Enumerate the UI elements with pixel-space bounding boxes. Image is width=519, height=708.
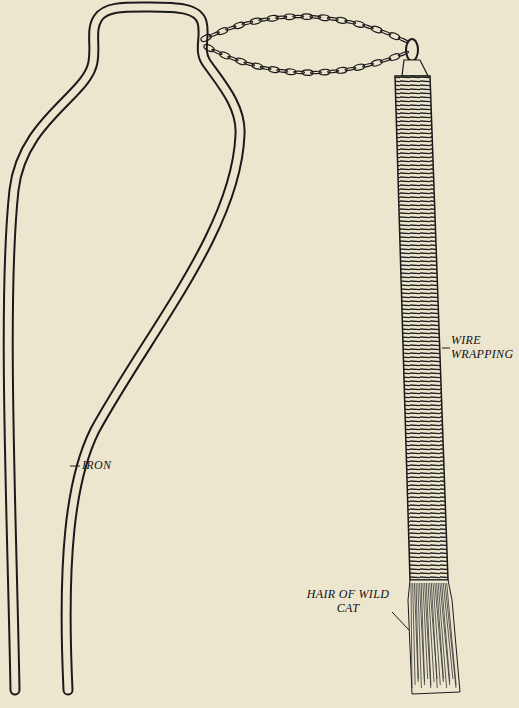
part-label: IRON [82,459,142,473]
chain-link [285,69,296,76]
wire-wrapping [395,76,448,580]
handle-eye [406,39,418,61]
chain-link [388,53,400,62]
hair-stroke [447,583,456,685]
hair-tuft [408,580,460,694]
chain-link [302,70,313,76]
part-label: HAIR OF WILD CAT [300,588,396,616]
leader-line [442,348,450,349]
leader-line [392,612,409,630]
handle-cap [402,60,428,76]
hair-stroke [414,583,418,682]
hair-stroke [425,583,431,688]
hair-stroke [411,583,412,688]
hair-strokes [411,583,456,688]
hair-stroke [421,583,424,682]
part-label: WIRE WRAPPING [451,334,515,362]
chain [200,14,409,76]
iron-hook [8,7,240,690]
chain-link [319,69,330,75]
chain-link [301,14,312,20]
chain-link [371,25,383,34]
hair-stroke [418,583,422,688]
hair-stroke [445,583,456,688]
leader-line [70,466,80,467]
chain-link [371,59,383,67]
